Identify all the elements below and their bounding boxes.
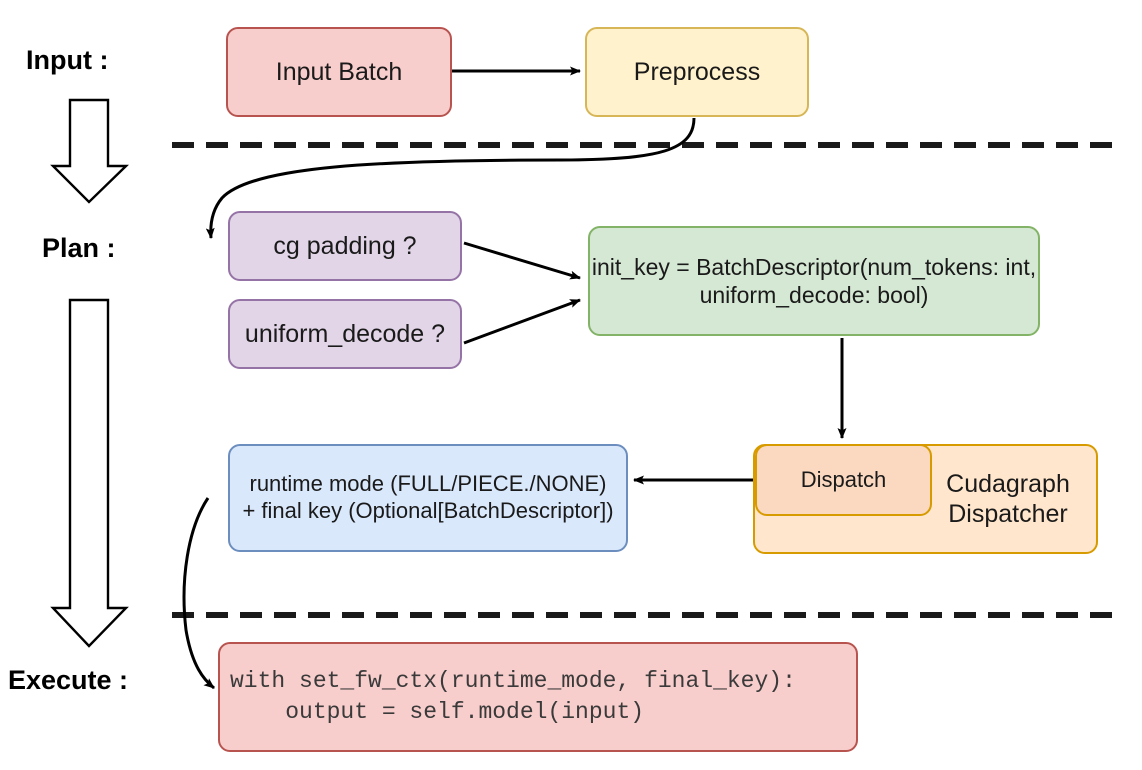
input-to-plan-big-arrow <box>50 98 129 204</box>
stage-label-input: Input : <box>26 45 109 75</box>
cg-padding-to-init-key-arrow <box>463 241 581 280</box>
node-preprocess-label: Preprocess <box>633 57 761 86</box>
node-init-key-line1: init_key = BatchDescriptor(num_tokens: i… <box>591 253 1037 280</box>
stage-label-execute: Execute : <box>8 665 129 695</box>
node-input-batch-label: Input Batch <box>275 57 403 86</box>
node-preprocess[interactable]: Preprocess <box>585 27 809 117</box>
node-uniform-decode-label: uniform_decode ? <box>244 319 446 348</box>
node-dispatch[interactable]: Dispatch <box>755 444 932 516</box>
node-execute-code-line2: output = self.model(input) <box>230 699 645 725</box>
node-cg-padding[interactable]: cg padding ? <box>228 211 462 281</box>
node-dispatch-label: Dispatch <box>800 466 887 492</box>
stage-label-plan: Plan : <box>42 233 116 263</box>
node-cudagraph-dispatcher-line2: Dispatcher <box>948 500 1068 528</box>
node-runtime-mode-line1: runtime mode (FULL/PIECE./NONE) <box>249 471 607 497</box>
node-cg-padding-label: cg padding ? <box>273 231 417 260</box>
node-execute-code-line1: with set_fw_ctx(runtime_mode, final_key)… <box>230 667 796 694</box>
node-runtime-mode[interactable]: runtime mode (FULL/PIECE./NONE) + final … <box>228 444 628 552</box>
node-runtime-mode-line2: + final key (Optional[BatchDescriptor]) <box>242 498 614 523</box>
node-uniform-decode[interactable]: uniform_decode ? <box>228 299 462 369</box>
node-init-key-line2: uniform_decode: bool) <box>699 282 929 308</box>
runtime-mode-to-execute-code-arrow <box>182 497 215 690</box>
uniform-decode-to-init-key-arrow <box>463 298 581 345</box>
node-execute-code[interactable]: with set_fw_ctx(runtime_mode, final_key)… <box>218 642 858 752</box>
node-input-batch[interactable]: Input Batch <box>226 27 452 117</box>
node-cudagraph-dispatcher-line1: Cudagraph <box>946 469 1070 498</box>
node-init-key[interactable]: init_key = BatchDescriptor(num_tokens: i… <box>588 226 1040 336</box>
plan-to-execute-big-arrow <box>50 298 129 648</box>
